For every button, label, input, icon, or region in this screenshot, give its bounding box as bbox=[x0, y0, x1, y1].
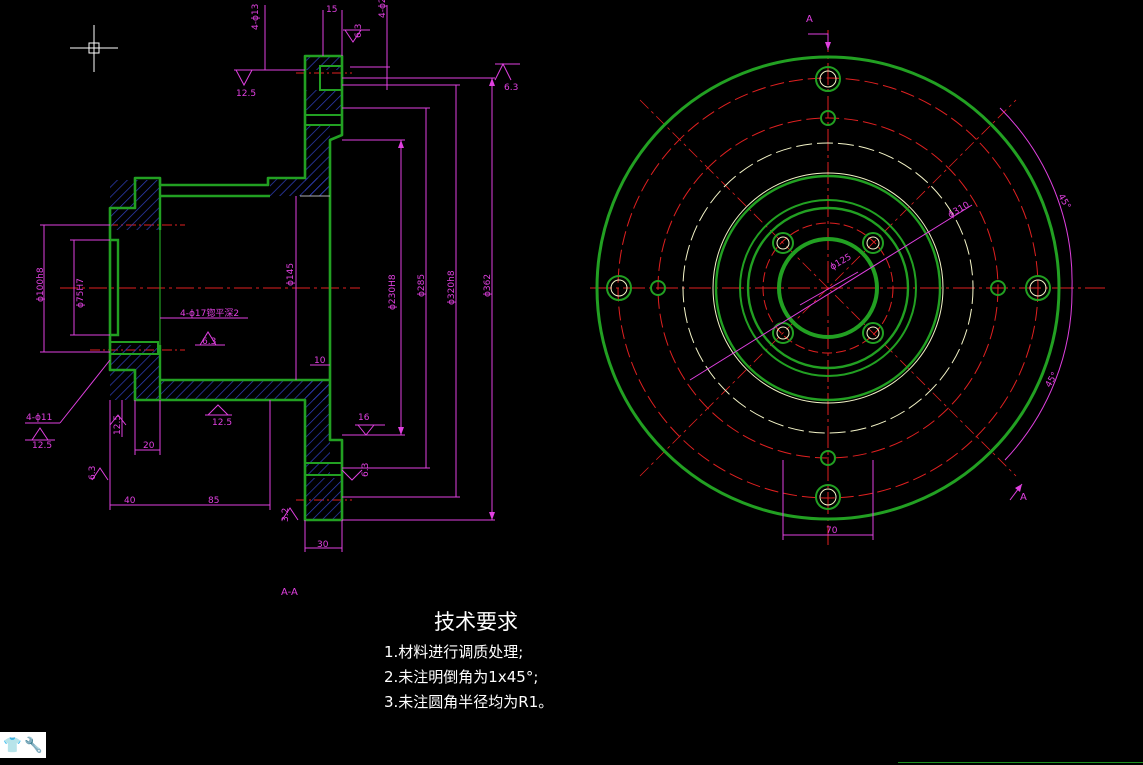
dim-width-15: 15 bbox=[326, 5, 337, 15]
dim-length-85: 85 bbox=[208, 496, 219, 506]
crosshair-cursor-icon bbox=[70, 25, 118, 72]
dim-depth-10: 10 bbox=[314, 356, 326, 366]
dim-bolt-hole-top: 4-ϕ13 bbox=[251, 4, 261, 30]
roughness-125-b: 12.5 bbox=[32, 441, 52, 451]
dim-dia-145: ϕ145 bbox=[286, 263, 296, 286]
tech-requirement-2: 2.未注明倒角为1x45°; bbox=[384, 668, 539, 686]
roughness-125-c: 12.5 bbox=[113, 415, 123, 435]
dim-length-40: 40 bbox=[124, 496, 136, 506]
dim-width-20: 20 bbox=[143, 441, 155, 451]
dim-angle-top: 45° bbox=[1055, 193, 1072, 212]
roughness-125-a: 12.5 bbox=[236, 89, 256, 99]
section-mark-bottom: A bbox=[1020, 492, 1027, 503]
section-label: A-A bbox=[281, 587, 298, 598]
section-view: 4-ϕ13 15 4-ϕ2 6.3 12.5 6.3 ϕ100h8 ϕ75H7 … bbox=[25, 0, 520, 598]
roughness-63-b: 6.3 bbox=[504, 83, 518, 93]
dim-thread-note: 4-ϕ11 bbox=[26, 413, 52, 423]
dim-counterbore-top: 4-ϕ2 bbox=[378, 0, 388, 18]
dim-dia-285: ϕ285 bbox=[417, 274, 427, 297]
roughness-63-c: 6.3 bbox=[202, 337, 216, 347]
dim-thickness-30: 30 bbox=[317, 540, 329, 550]
tech-requirement-3: 3.未注圆角半径均为R1。 bbox=[384, 693, 554, 711]
dim-dia-230: ϕ230H8 bbox=[388, 274, 398, 310]
roughness-63-e: 6.3 bbox=[88, 466, 98, 480]
tech-requirements-title: 技术要求 bbox=[434, 610, 518, 634]
status-divider bbox=[898, 762, 1143, 763]
section-mark-top: A bbox=[806, 14, 813, 25]
shirt-icon[interactable]: 👕 bbox=[3, 736, 22, 754]
roughness-8: 3.2 bbox=[281, 508, 291, 522]
wrench-icon[interactable]: 🔧 bbox=[24, 736, 43, 754]
dim-bore-75: ϕ75H7 bbox=[76, 278, 86, 308]
dim-bore-100: ϕ100h8 bbox=[36, 267, 46, 302]
dim-width-70: 70 bbox=[826, 526, 838, 536]
dim-hole-note: 4-ϕ17锪平深2 bbox=[180, 307, 239, 319]
dim-dia-320: ϕ320h8 bbox=[447, 270, 457, 305]
dim-dia-362: ϕ362 bbox=[483, 274, 493, 297]
dim-dia-125: ϕ125 bbox=[829, 252, 854, 272]
tech-requirement-1: 1.材料进行调质处理; bbox=[384, 643, 524, 661]
roughness-125-d: 12.5 bbox=[212, 418, 232, 428]
dim-value-16: 16 bbox=[358, 413, 370, 423]
roughness-63-a: 6.3 bbox=[354, 24, 364, 38]
front-view: A A ϕ310 ϕ125 45° 45° 70 bbox=[590, 14, 1105, 545]
taskbar-tray: 👕 🔧 bbox=[0, 732, 46, 758]
dim-dia-310: ϕ310 bbox=[947, 200, 972, 220]
roughness-63-d: 6.3 bbox=[361, 463, 371, 477]
